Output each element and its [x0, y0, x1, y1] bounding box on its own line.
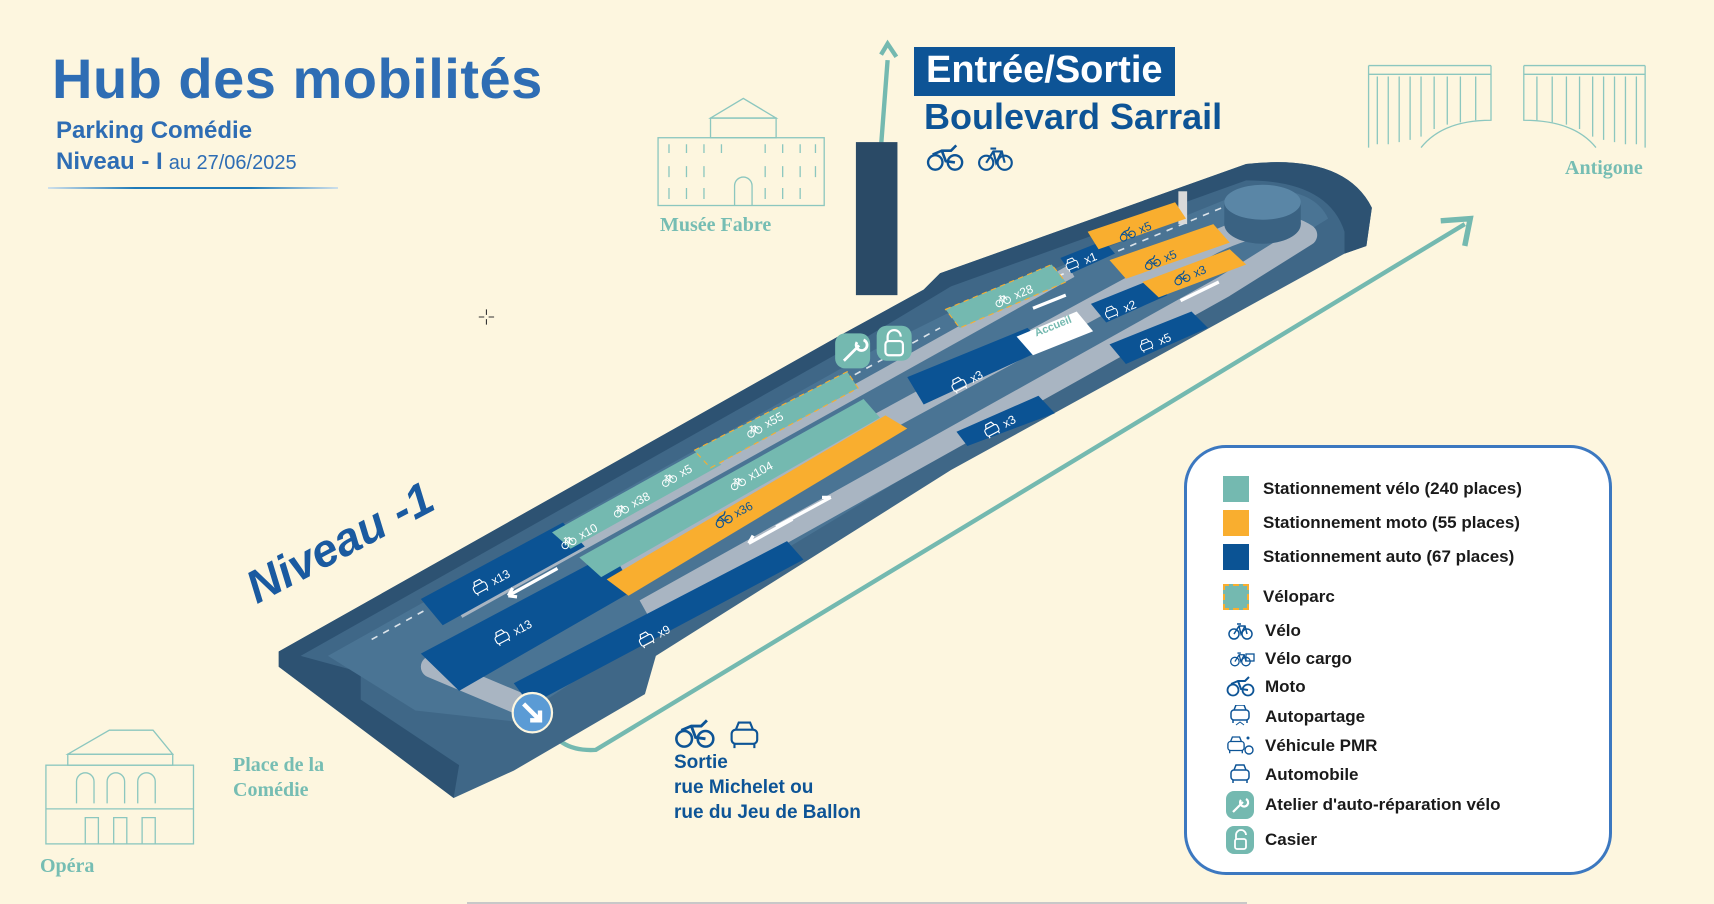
zone-moto-3	[1142, 249, 1247, 298]
legend-item-atelier: Atelier d'auto-réparation vélo	[1223, 791, 1501, 819]
legend-item-auto-parking: Stationnement auto (67 places)	[1223, 544, 1514, 570]
legend-item-moto-parking: Stationnement moto (55 places)	[1223, 510, 1520, 536]
moto-icon	[1223, 674, 1257, 700]
zone-label: x3	[1191, 262, 1208, 280]
zone-label: x5	[1137, 219, 1154, 237]
lock-icon[interactable]	[876, 325, 912, 361]
legend-item-pmr: Véhicule PMR	[1223, 733, 1377, 759]
zone-auto-5	[1109, 311, 1208, 365]
exit-line-2: rue Michelet ou	[674, 777, 814, 798]
level-label: Niveau - I	[56, 148, 163, 175]
zone-autopartage-lower	[420, 552, 635, 691]
zone-label: x5	[1162, 247, 1179, 265]
legend-label: Véloparc	[1263, 587, 1335, 606]
legend-label: Moto	[1265, 677, 1306, 696]
zone-label: x5	[1156, 330, 1173, 348]
opera-label: Opéra	[40, 855, 95, 877]
antigone-label: Antigone	[1565, 157, 1643, 179]
blue-swatch	[1223, 544, 1249, 570]
zone-pmr-2	[1090, 278, 1168, 323]
zone-label: x5	[677, 461, 695, 479]
veloparc-swatch	[1223, 584, 1249, 610]
car-icon	[1223, 762, 1257, 788]
zone-autopartage-upper	[420, 522, 585, 626]
zone-moto-36	[606, 415, 908, 596]
musee-fabre-label: Musée Fabre	[660, 214, 772, 236]
legend-item-automobile: Automobile	[1223, 762, 1359, 788]
cargo-bike-icon	[1223, 646, 1257, 672]
subtitle: Parking Comédie	[56, 117, 253, 144]
zone-label: x9	[655, 622, 673, 640]
zone-accueil	[1016, 311, 1094, 356]
zone-label: x1	[1082, 249, 1099, 267]
legend-label: Stationnement auto (67 places)	[1263, 547, 1515, 566]
legend-item-casier: Casier	[1223, 826, 1317, 854]
zone-label: x2	[1121, 297, 1138, 315]
zone-moto-5b	[1109, 224, 1230, 279]
legend-item-moto: Moto	[1223, 674, 1306, 700]
date-label: au 27/06/2025	[168, 152, 297, 174]
zone-veloparc-28	[944, 263, 1067, 329]
zone-label: x3	[1000, 412, 1018, 430]
zone-auto-3a	[907, 327, 1048, 405]
zone-auto-9	[513, 541, 804, 706]
musee-fabre-illustration	[657, 97, 825, 207]
legend-label: Stationnement moto (55 places)	[1263, 513, 1520, 532]
legend-label: Vélo	[1265, 621, 1301, 640]
zone-velo-104	[579, 398, 880, 578]
zone-pmr-1	[1060, 240, 1115, 274]
parking-zones	[420, 202, 1247, 706]
bike-icon	[1223, 618, 1257, 644]
carsharing-icon	[1223, 704, 1257, 730]
exit-direction-icon	[511, 691, 554, 734]
place-comedie-label: Place de la Comédie	[233, 753, 324, 803]
wrench-icon	[1223, 791, 1257, 819]
lock-icon	[1223, 826, 1257, 854]
place-line-2: Comédie	[233, 779, 309, 801]
legend-label: Automobile	[1265, 765, 1359, 784]
zone-velo-small	[552, 450, 722, 549]
entrance-icons	[926, 144, 1013, 171]
exit-line-1: Sortie	[674, 752, 728, 773]
legend-item-velo-cargo: Vélo cargo	[1223, 646, 1352, 672]
zone-label: x3	[968, 367, 986, 385]
crosshair-cursor	[478, 309, 495, 325]
moto-icon	[674, 718, 715, 749]
entrance-label: Entrée/Sortie	[914, 47, 1175, 96]
opera-illustration	[45, 729, 195, 845]
zone-veloparc-55	[693, 370, 859, 469]
place-line-1: Place de la	[233, 754, 325, 776]
exit-label: Sortie rue Michelet ou rue du Jeu de Bal…	[674, 750, 861, 825]
title-divider	[48, 187, 338, 189]
entrance-street: Boulevard Sarrail	[924, 96, 1223, 137]
moto-icon	[926, 144, 964, 171]
legend-item-velo: Vélo	[1223, 618, 1301, 644]
teal-swatch	[1223, 476, 1249, 502]
legend-label: Autopartage	[1265, 707, 1366, 726]
legend-label: Atelier d'auto-réparation vélo	[1265, 795, 1501, 814]
wrench-icon[interactable]	[835, 333, 871, 369]
exit-icons	[674, 718, 759, 750]
legend-label: Véhicule PMR	[1265, 736, 1378, 755]
antigone-illustration	[1367, 64, 1646, 148]
car-icon	[730, 721, 759, 750]
page-title: Hub des mobilités	[52, 47, 543, 110]
pmr-vehicle-icon	[1223, 733, 1257, 759]
bike-icon	[978, 147, 1013, 171]
legend-label: Stationnement vélo (240 places)	[1263, 479, 1522, 498]
legend-item-autopartage: Autopartage	[1223, 704, 1365, 730]
legend-item-velo-parking: Stationnement vélo (240 places)	[1223, 476, 1522, 502]
zone-label: x28	[1012, 282, 1036, 302]
legend-label: Vélo cargo	[1265, 649, 1352, 668]
exit-line-3: rue du Jeu de Ballon	[674, 802, 861, 823]
direction-arrows	[506, 280, 1220, 599]
zone-auto-3b	[956, 395, 1055, 446]
legend-label: Casier	[1265, 830, 1317, 849]
legend: Stationnement vélo (240 places) Stationn…	[1184, 445, 1612, 875]
orange-swatch	[1223, 510, 1249, 536]
zone-moto-5a	[1087, 202, 1187, 250]
horizontal-scrollbar[interactable]	[467, 902, 1247, 904]
legend-item-veloparc: Véloparc	[1223, 584, 1335, 610]
